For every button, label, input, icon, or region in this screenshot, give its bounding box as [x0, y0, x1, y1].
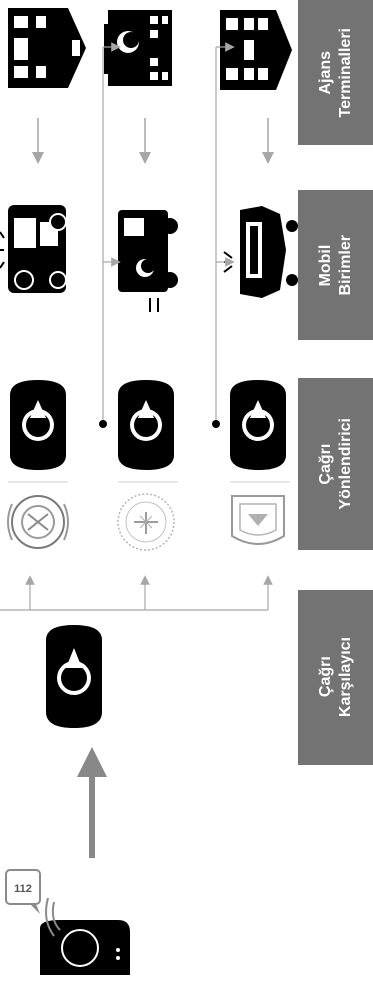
- call-receiver-headset-icon: [46, 625, 102, 728]
- police-emblem-icon: [7, 495, 69, 549]
- ambulance-icon: [118, 210, 178, 312]
- building-icon-1: [8, 8, 86, 88]
- building-icon-2: [104, 10, 172, 86]
- police-car-icon: [223, 206, 298, 298]
- label-ajans-terminalleri: Ajans Terminalleri: [298, 0, 373, 145]
- dispatcher-headset-icon-2: [118, 380, 174, 470]
- phone-112-text: 112: [14, 883, 32, 895]
- phone-112-bubble-icon: 112: [5, 869, 41, 914]
- label-cagri-yonlendirici: Çağrı Yönlendirici: [298, 378, 373, 550]
- caller-person-icon: [40, 897, 130, 975]
- gendarmerie-emblem-icon: [231, 495, 285, 545]
- fire-truck-icon: [0, 205, 67, 293]
- dispatcher-headset-icon-1: [10, 380, 66, 470]
- label-cagri-karsilayici: Çağrı Karşılayıcı: [298, 590, 373, 765]
- health-ministry-emblem-icon: [117, 493, 175, 551]
- label-mobil-birimler: Mobil Birimler: [298, 190, 373, 340]
- building-icon-3: [220, 10, 292, 90]
- dispatcher-headset-icon-3: [230, 380, 286, 470]
